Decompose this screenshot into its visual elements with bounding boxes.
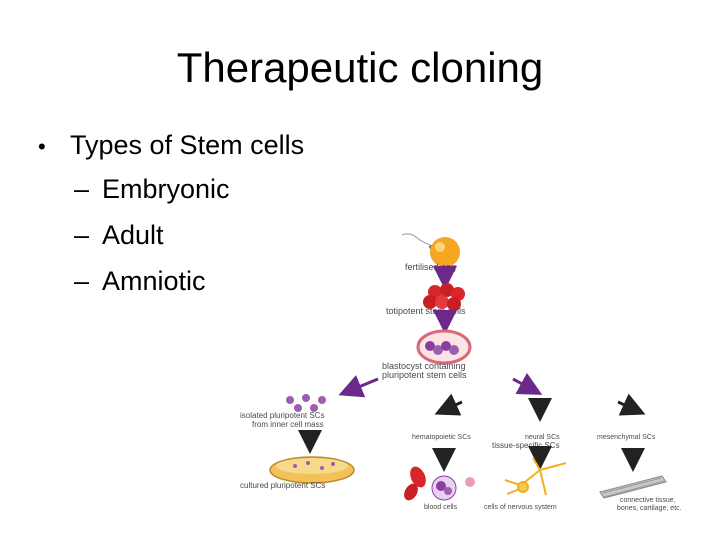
dash-icon: – <box>74 220 90 250</box>
isolated-pluripotent-cells-icon <box>286 394 326 412</box>
arrow-icon <box>434 393 463 416</box>
bullet-dot-icon: • <box>38 134 46 159</box>
dash-icon: – <box>74 266 90 296</box>
arrow-icon <box>512 372 543 395</box>
sub-item-adult: – Adult <box>38 220 304 266</box>
sub-item-amniotic: – Amniotic <box>38 266 304 312</box>
bullet-list: • Types of Stem cells – Embryonic – Adul… <box>38 130 304 312</box>
label-hematopoietic: hematopoietic SCs <box>412 434 471 441</box>
label-cultured: cultured pluripotent SCs <box>240 481 325 490</box>
blood-cells-icon <box>404 466 475 501</box>
sub-item-text: Embryonic <box>102 174 230 204</box>
label-nervous-system: cells of nervous system <box>484 504 557 511</box>
sub-item-text: Amniotic <box>102 266 206 296</box>
label-fertilised-egg: fertilised egg <box>405 262 456 272</box>
blastocyst-icon <box>416 329 472 365</box>
label-blood-cells: blood cells <box>424 504 458 511</box>
connective-tissue-icon <box>599 475 667 499</box>
label-isolated-1: isolated pluripotent SCs <box>240 411 325 420</box>
arrow-icon <box>617 393 646 416</box>
arrow-icon <box>338 375 379 398</box>
label-blastocyst-1: blastocyst containing <box>382 361 466 371</box>
label-totipotent: totipotent stem cells <box>386 306 466 316</box>
label-connective-2: bones, cartilage, etc. <box>617 505 682 512</box>
sub-item-embryonic: – Embryonic <box>38 174 304 220</box>
slide-title: Therapeutic cloning <box>176 44 544 91</box>
label-mesenchymal: mesenchymal SCs <box>597 434 656 441</box>
label-tissue-specific: tissue-specific SCs <box>492 441 560 450</box>
dash-icon: – <box>74 174 90 204</box>
label-blastocyst-2: pluripotent stem cells <box>382 370 467 380</box>
bullet-item: • Types of Stem cells <box>38 130 304 174</box>
label-connective-1: connective tissue, <box>620 497 676 504</box>
label-neural: neural SCs <box>525 434 560 441</box>
neuron-icon <box>504 457 567 496</box>
totipotent-cells-icon <box>423 283 465 311</box>
culture-dish-icon <box>269 456 355 484</box>
sub-item-text: Adult <box>102 220 164 250</box>
bullet-text: Types of Stem cells <box>70 130 305 160</box>
fertilised-egg-icon <box>401 233 460 267</box>
label-isolated-2: from inner cell mass <box>252 420 324 429</box>
